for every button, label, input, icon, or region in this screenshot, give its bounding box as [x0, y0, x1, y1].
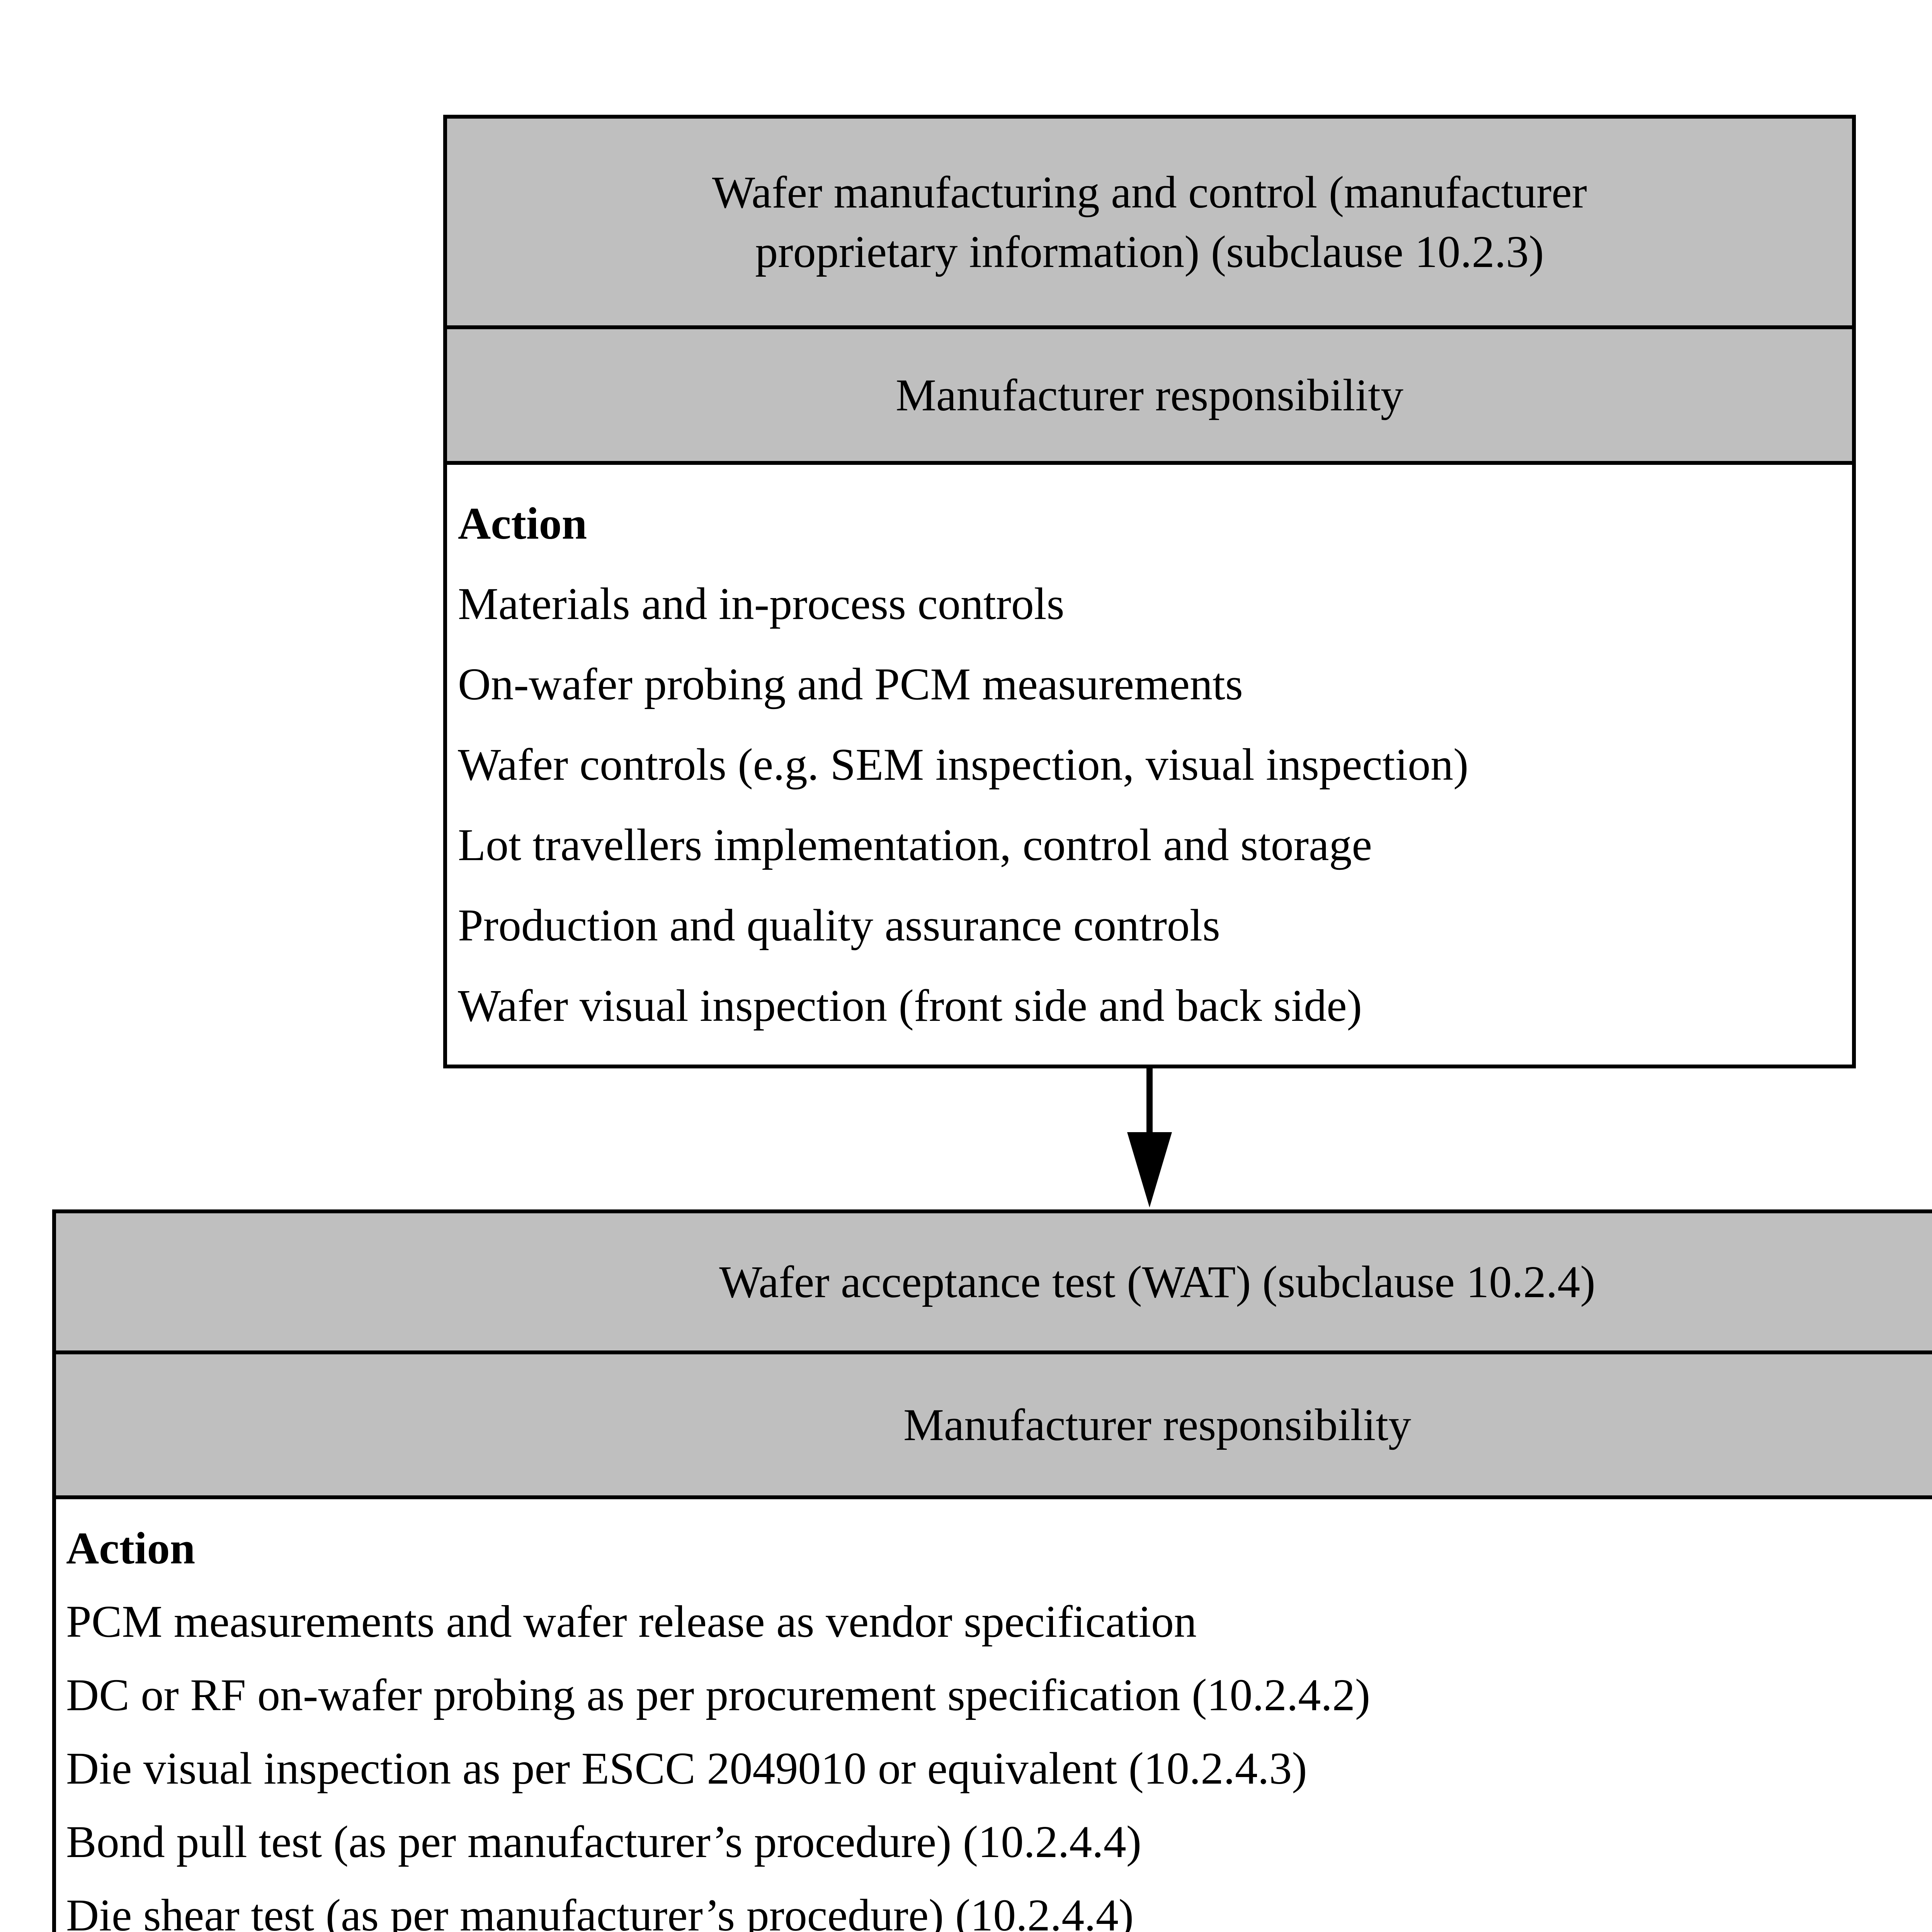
table-row: Die shear test (as per manufacturer’s pr…: [56, 1879, 1932, 1932]
table-row: PCM measurements and wafer release as ve…: [56, 1585, 1932, 1658]
node-wafer-acceptance-test-responsibility: Manufacturer responsibility: [56, 1354, 1932, 1499]
action-column-header: Action: [66, 1523, 196, 1573]
action-row: Production and quality assurance control…: [458, 900, 1220, 951]
action-cell: PCM measurements and wafer release as ve…: [66, 1596, 1197, 1647]
action-row: On-wafer probing and PCM measurements: [458, 659, 1243, 709]
node-wafer-acceptance-test: Wafer acceptance test (WAT) (subclause 1…: [52, 1209, 1932, 1932]
node-wafer-manufacturing-responsibility: Manufacturer responsibility: [447, 329, 1852, 465]
responsibility-label: Manufacturer responsibility: [895, 369, 1404, 420]
node-wafer-acceptance-test-action-table: Action Sample set PCM measurements and w…: [56, 1499, 1932, 1932]
responsibility-label: Manufacturer responsibility: [903, 1399, 1412, 1450]
node-wafer-manufacturing-action-table: Action Materials and in-process controls…: [447, 465, 1852, 1046]
action-cell: DC or RF on-wafer probing as per procure…: [66, 1670, 1371, 1720]
title-line-1: Wafer acceptance test (WAT) (subclause 1…: [719, 1256, 1595, 1307]
action-row: Wafer controls (e.g. SEM inspection, vis…: [458, 739, 1469, 790]
action-cell: Die visual inspection as per ESCC 204901…: [66, 1743, 1307, 1794]
sample-set-column-header: Sample set: [1828, 1526, 1932, 1571]
node-wafer-acceptance-test-title: Wafer acceptance test (WAT) (subclause 1…: [56, 1213, 1932, 1354]
sample-set-cell: 100 %: [1828, 1746, 1932, 1791]
sample-set-cell: Sampling: [1828, 1819, 1932, 1865]
node-wafer-manufacturing: Wafer manufacturing and control (manufac…: [443, 115, 1856, 1068]
node-wafer-manufacturing-title: Wafer manufacturing and control (manufac…: [447, 119, 1852, 329]
title-line-2: proprietary information) (subclause 10.2…: [755, 226, 1544, 277]
table-row: Bond pull test (as per manufacturer’s pr…: [56, 1805, 1932, 1879]
sample-set-cell: 100 %: [1828, 1672, 1932, 1718]
table-row: Die visual inspection as per ESCC 204901…: [56, 1732, 1932, 1805]
arrow-shaft: [1146, 1068, 1153, 1132]
action-row: Wafer visual inspection (front side and …: [458, 980, 1362, 1031]
title-line-1: Wafer manufacturing and control (manufac…: [712, 167, 1587, 218]
sample-set-cell: Sampling: [1828, 1893, 1932, 1932]
arrow-head: [1127, 1132, 1172, 1208]
table-row: DC or RF on-wafer probing as per procure…: [56, 1658, 1932, 1732]
action-row: Lot travellers implementation, control a…: [458, 820, 1372, 870]
table-header-row: Action Sample set: [56, 1512, 1932, 1585]
action-cell: Die shear test (as per manufacturer’s pr…: [66, 1890, 1134, 1932]
action-column-header: Action: [458, 498, 587, 549]
action-cell: Bond pull test (as per manufacturer’s pr…: [66, 1816, 1142, 1867]
action-row: Materials and in-process controls: [458, 578, 1065, 629]
sample-set-cell: 100 %: [1828, 1599, 1932, 1645]
